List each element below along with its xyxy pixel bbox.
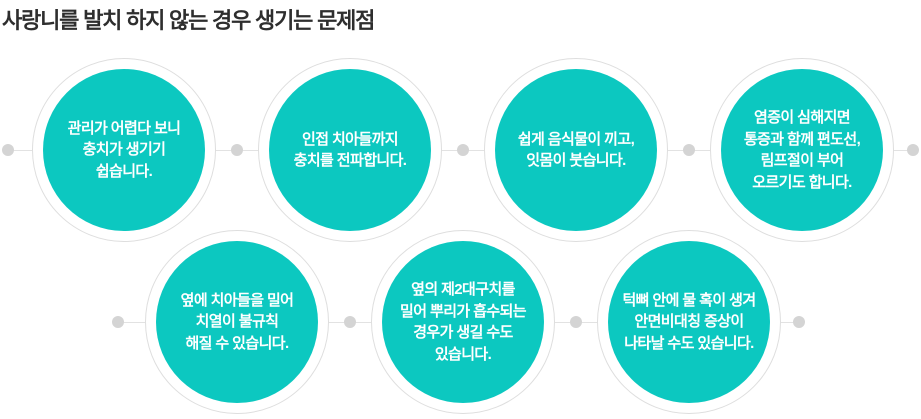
problem-text-line: 염증이 심해지면 [754, 109, 851, 126]
connector-line [894, 149, 913, 151]
problem-text-line: 관리가 어렵다 보니 [67, 119, 181, 137]
problem-text-line: 안면비대칭 증상이 [634, 313, 744, 331]
problem-3-disc: 쉽게 음식물이 끼고, 잇몸이 붓습니다. [495, 69, 657, 231]
connector-dot [2, 144, 14, 156]
connector-line [8, 149, 32, 151]
problem-text-line: 치열이 불규칙 [195, 313, 279, 331]
problem-text-line: 옆의 제2대구치를 [411, 281, 515, 298]
problem-text-line: 턱뼈 안에 물 혹이 생겨 [622, 291, 756, 309]
page-title: 사랑니를 발치 하지 않는 경우 생기는 문제점 [2, 8, 375, 33]
problem-text-line: 오르기도 합니다. [752, 173, 852, 191]
connector-dot [112, 316, 124, 328]
problem-text-line: 나타날 수도 있습니다. [624, 334, 754, 352]
problem-text-line: 밀어 뿌리가 흡수되는 [400, 302, 527, 320]
problem-text-line: 인접 치아들까지 [302, 130, 399, 148]
connector-dot [570, 316, 582, 328]
problem-text-line: 경우가 생길 수도 [413, 324, 513, 341]
problem-text-line: 쉽습니다. [95, 162, 153, 180]
connector-line [118, 321, 145, 323]
connector-dot [457, 144, 469, 156]
connector-dot [683, 144, 695, 156]
connector-dot [793, 316, 805, 328]
problem-3-text: 쉽게 음식물이 끼고, 잇몸이 붓습니다. [517, 129, 635, 172]
connector-dot [344, 316, 356, 328]
problem-text-line: 림프절이 부어 [760, 152, 844, 169]
problem-circle-3: 쉽게 음식물이 끼고, 잇몸이 붓습니다. [484, 58, 668, 242]
problem-text-line: 해질 수 있습니다. [185, 334, 289, 352]
problem-text-line: 잇몸이 붓습니다. [526, 152, 626, 169]
problem-text-line: 있습니다. [434, 345, 492, 363]
connector-dot [907, 144, 919, 156]
problem-text-line: 쉽게 음식물이 끼고, [517, 130, 635, 148]
problem-text-line: 충치가 생기기 [82, 141, 166, 159]
problem-text-line: 통증과 함께 편도선, [743, 130, 861, 148]
connector-line [781, 321, 799, 323]
problem-text-line: 충치를 전파합니다. [293, 152, 407, 169]
problem-text-line: 옆에 치아들을 밀어 [180, 291, 294, 309]
connector-dot [231, 144, 243, 156]
